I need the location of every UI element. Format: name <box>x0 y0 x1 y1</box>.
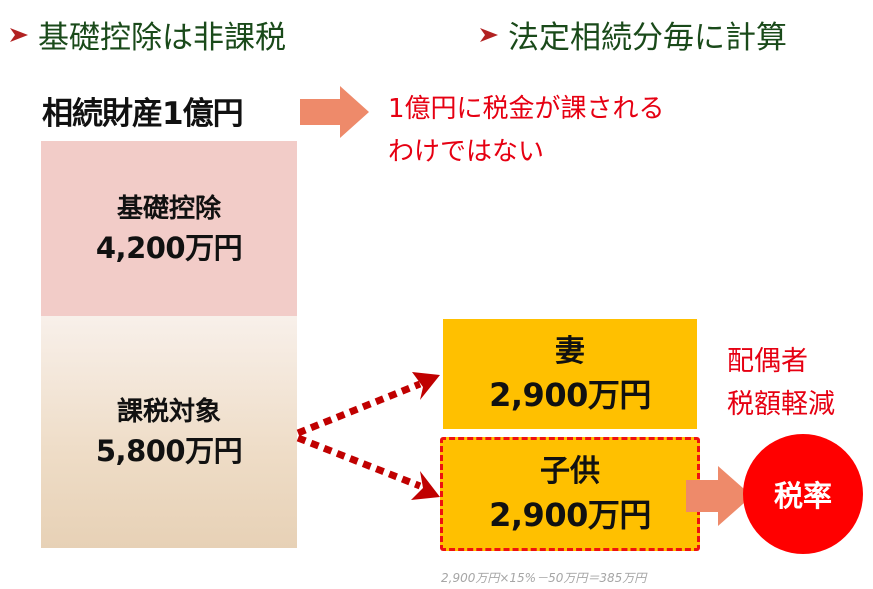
basic-deduction-value: 4,200万円 <box>95 230 243 265</box>
dotted-arrow-to-wife-icon <box>296 372 440 437</box>
heading-left-text: 基礎控除は非課税 <box>38 20 286 56</box>
spouse-note-line1: 配偶者 <box>727 346 808 377</box>
basic-deduction-block: 基礎控除 4,200万円 <box>41 141 297 316</box>
estate-note-line1: 1億円に税金が課される <box>388 94 665 124</box>
arrowhead-bullet-icon <box>10 27 28 42</box>
estate-note-line2: わけではない <box>388 137 545 167</box>
tax-rate-circle: 税率 <box>743 434 863 554</box>
block-arrow-right-icon <box>300 86 369 138</box>
heir-child-label: 子供 <box>540 454 600 489</box>
heir-wife-block: 妻 2,900万円 <box>443 319 697 429</box>
heading-right-text: 法定相続分毎に計算 <box>508 20 787 56</box>
dotted-arrow-to-child-icon <box>296 434 440 500</box>
spouse-note-line2: 税額軽減 <box>727 389 835 420</box>
heading-basic-deduction: 基礎控除は非課税 <box>8 12 286 57</box>
estate-title: 相続財産1億円 <box>42 96 244 132</box>
heir-wife-label: 妻 <box>555 334 585 369</box>
basic-deduction-label: 基礎控除 <box>116 193 221 224</box>
taxable-amount-label: 課税対象 <box>116 397 221 427</box>
block-arrow-to-rate-icon <box>686 466 752 526</box>
heir-child-value: 2,900万円 <box>489 496 651 534</box>
taxable-amount-block: 課税対象 5,800万円 <box>41 316 297 548</box>
spouse-tax-reduction-note: 配偶者 税額軽減 <box>727 340 835 426</box>
arrowhead-bullet-icon <box>480 27 498 42</box>
estate-note: 1億円に税金が課される わけではない <box>388 88 665 174</box>
tax-formula: 2,900万円×15%－50万円＝385万円 <box>441 571 647 585</box>
heir-wife-value: 2,900万円 <box>489 376 651 414</box>
heir-child-block: 子供 2,900万円 <box>440 437 700 551</box>
heading-statutory-share: 法定相続分毎に計算 <box>478 12 787 57</box>
taxable-amount-value: 5,800万円 <box>95 434 243 468</box>
tax-rate-label: 税率 <box>773 479 832 513</box>
